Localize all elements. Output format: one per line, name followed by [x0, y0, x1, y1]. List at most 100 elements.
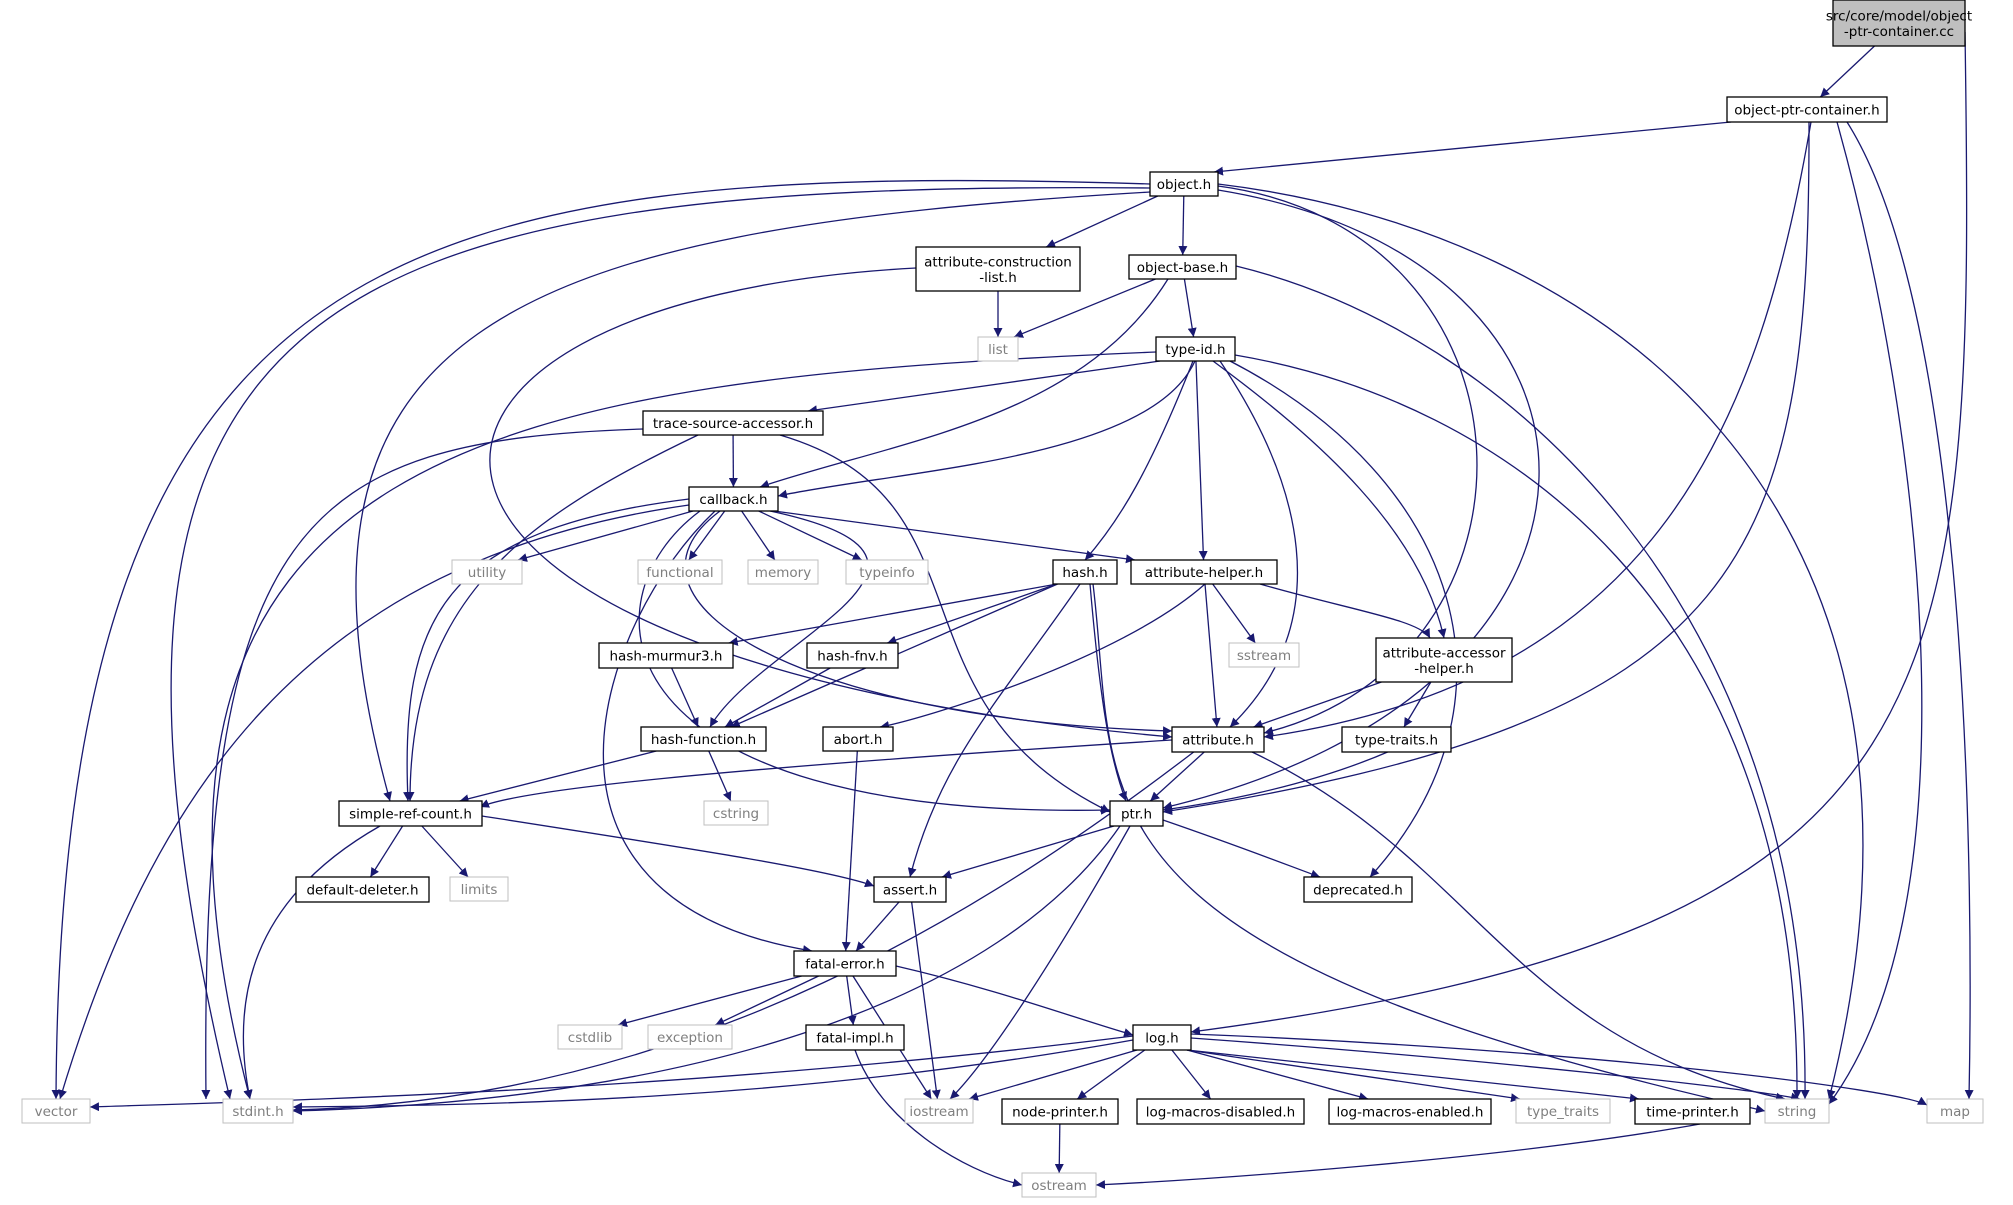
edge-callback-to-hfunc — [709, 510, 869, 728]
node-ostream: ostream — [1021, 1172, 1097, 1198]
edge-callback-to-ptr — [638, 510, 1111, 815]
edge-typeid-to-stdint — [211, 351, 1157, 1100]
node-label-tsa: trace-source-accessor.h — [653, 416, 813, 432]
edge-hash-to-fnv — [887, 583, 1058, 645]
node-label-sstream: sstream — [1237, 648, 1291, 664]
node-tsa[interactable]: trace-source-accessor.h — [642, 410, 824, 436]
node-fimpl[interactable]: fatal-impl.h — [805, 1024, 905, 1051]
node-box-src — [338, 800, 483, 827]
node-opc[interactable]: object-ptr-container.h — [1726, 96, 1888, 123]
node-box-ddel — [295, 876, 430, 903]
node-box-cstring — [703, 800, 769, 826]
node-log[interactable]: log.h — [1132, 1024, 1192, 1051]
node-attribute[interactable]: attribute.h — [1171, 726, 1265, 753]
node-lmd[interactable]: log-macros-disabled.h — [1136, 1098, 1305, 1125]
node-label-log: log.h — [1145, 1031, 1178, 1047]
node-box-stdint — [222, 1098, 294, 1124]
node-label-ddel: default-deleter.h — [306, 883, 418, 899]
edge-ptr-to-stdint — [292, 825, 1121, 1116]
node-box-aah — [1375, 637, 1513, 683]
edge-acl-to-attribute — [489, 267, 1173, 741]
node-layer: src/core/model/object-ptr-container.cc ob… — [21, 0, 1984, 1198]
edge-attribute-to-src — [479, 739, 1173, 808]
node-fnv[interactable]: hash-fnv.h — [806, 642, 899, 669]
edge-hash-to-assert — [907, 583, 1081, 878]
node-abort[interactable]: abort.h — [822, 726, 894, 752]
node-label-tprinter: time-printer.h — [1646, 1105, 1739, 1121]
node-tprinter[interactable]: time-printer.h — [1634, 1098, 1751, 1125]
node-typeid[interactable]: type-id.h — [1155, 336, 1236, 362]
node-ptr[interactable]: ptr.h — [1109, 800, 1164, 827]
node-box-lmd — [1136, 1098, 1305, 1125]
edge-assert-to-ferror — [855, 901, 900, 952]
edge-objbase-to-typeid — [1183, 278, 1197, 338]
node-box-fnv — [806, 642, 899, 669]
edge-opc-to-map — [1846, 121, 1974, 1100]
node-label-assert: assert.h — [883, 883, 937, 899]
node-typetraits: type_traits — [1515, 1098, 1611, 1124]
node-ttraits[interactable]: type-traits.h — [1341, 726, 1452, 753]
node-hfunc[interactable]: hash-function.h — [640, 726, 767, 752]
node-label-hfunc: hash-function.h — [651, 732, 756, 748]
edge-callback-to-attribute — [684, 510, 1173, 736]
node-src[interactable]: simple-ref-count.h — [338, 800, 483, 827]
edge-typeid-to-string — [1234, 354, 1802, 1100]
edge-hfunc-to-src — [459, 750, 657, 804]
node-murmur[interactable]: hash-murmur3.h — [598, 642, 734, 669]
node-label-lme: log-macros-enabled.h — [1337, 1105, 1484, 1121]
node-box-ferror — [793, 950, 897, 977]
node-box-callback — [688, 486, 779, 512]
node-label-hash: hash.h — [1062, 565, 1107, 581]
node-label-memory: memory — [755, 565, 811, 581]
node-hash[interactable]: hash.h — [1052, 559, 1118, 585]
node-label-vector: vector — [35, 1104, 78, 1120]
node-object[interactable]: object.h — [1149, 171, 1219, 197]
edge-tsa-to-stdint — [201, 428, 644, 1100]
node-memory: memory — [747, 559, 819, 585]
edge-objbase-to-string — [1235, 265, 1810, 1100]
node-label-aah: -helper.h — [1414, 661, 1474, 677]
node-map: map — [1926, 1098, 1984, 1124]
edge-object-to-acl — [1045, 195, 1159, 248]
node-ferror[interactable]: fatal-error.h — [793, 950, 897, 977]
node-label-root: -ptr-container.cc — [1844, 24, 1954, 40]
edge-ahelper-to-attribute — [1204, 583, 1221, 728]
edge-object-to-src — [355, 191, 1151, 802]
edge-typeid-to-ahelper — [1195, 360, 1208, 561]
node-lme[interactable]: log-macros-enabled.h — [1328, 1098, 1492, 1125]
node-box-exception — [647, 1024, 733, 1050]
node-box-root — [1832, 0, 1966, 47]
edge-log-to-vector — [89, 1035, 1134, 1112]
node-box-map — [1926, 1098, 1984, 1124]
node-list: list — [977, 336, 1019, 362]
node-box-string — [1764, 1098, 1830, 1124]
node-deprecated[interactable]: deprecated.h — [1303, 876, 1413, 903]
node-box-nprinter — [1001, 1098, 1119, 1125]
edge-attribute-to-ptr — [1149, 751, 1205, 802]
edge-object-to-string — [1217, 183, 1864, 1100]
node-label-typetraits: type_traits — [1527, 1104, 1599, 1120]
node-ddel[interactable]: default-deleter.h — [295, 876, 430, 903]
node-label-stdint: stdint.h — [232, 1104, 283, 1120]
edge-src-to-ddel — [369, 825, 404, 878]
node-root[interactable]: src/core/model/object-ptr-container.cc — [1826, 0, 1972, 47]
node-label-murmur: hash-murmur3.h — [609, 649, 722, 665]
node-nprinter[interactable]: node-printer.h — [1001, 1098, 1119, 1125]
edge-root-to-log — [1190, 31, 1968, 1036]
node-callback[interactable]: callback.h — [688, 486, 779, 512]
node-utility: utility — [451, 559, 523, 585]
node-label-fnv: hash-fnv.h — [817, 649, 887, 665]
node-box-log — [1132, 1024, 1192, 1051]
node-acl[interactable]: attribute-construction-list.h — [915, 246, 1081, 292]
node-ahelper[interactable]: attribute-helper.h — [1130, 559, 1278, 585]
node-objbase[interactable]: object-base.h — [1128, 254, 1237, 280]
edge-typeid-to-callback — [777, 360, 1196, 499]
node-label-functional: functional — [646, 565, 713, 581]
node-assert[interactable]: assert.h — [873, 876, 947, 903]
node-label-aah: attribute-accessor — [1382, 645, 1506, 661]
node-box-hfunc — [640, 726, 767, 752]
node-aah[interactable]: attribute-accessor-helper.h — [1375, 637, 1513, 683]
node-box-tsa — [642, 410, 824, 436]
edge-hash-to-murmur — [728, 583, 1058, 646]
node-functional: functional — [637, 559, 723, 585]
